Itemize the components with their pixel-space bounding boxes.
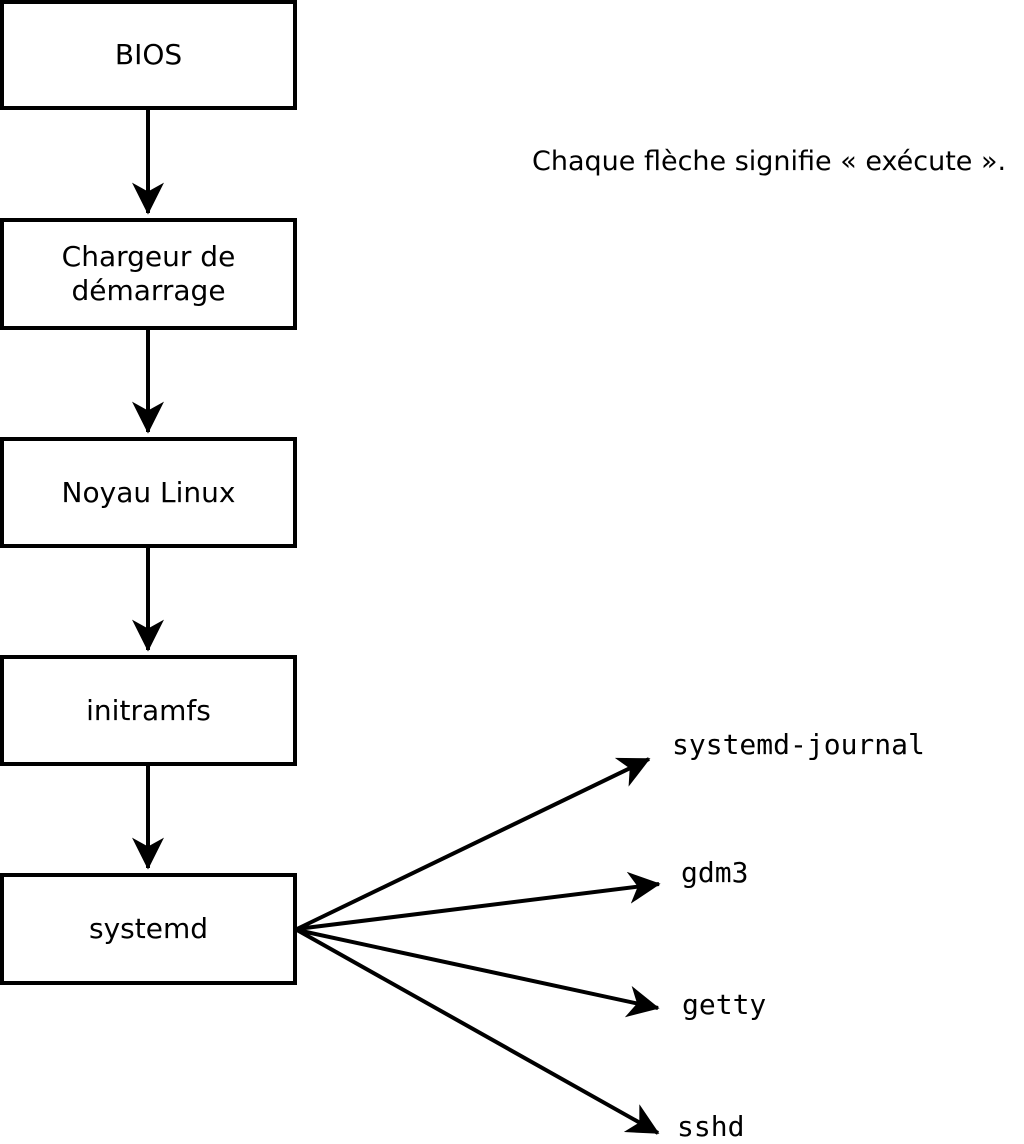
- process-label-gdm3: gdm3: [681, 856, 749, 889]
- node-systemd-label: systemd: [89, 912, 208, 946]
- node-bios: BIOS: [0, 0, 297, 110]
- arrow-systemd-to-getty: [296, 928, 660, 1018]
- arrow-systemd-to-systemd-journal: [296, 757, 651, 931]
- process-label-getty: getty: [682, 988, 767, 1021]
- process-label-systemd-journal: systemd-journal: [672, 728, 925, 761]
- node-systemd: systemd: [0, 873, 297, 985]
- node-kernel-label: Noyau Linux: [61, 475, 236, 509]
- node-initramfs-label: initramfs: [86, 693, 211, 727]
- process-label-sshd: sshd: [677, 1110, 745, 1143]
- node-bootloader-label-line2: démarrage: [71, 274, 226, 307]
- node-bios-label: BIOS: [114, 38, 183, 72]
- caption-arrow-meaning: Chaque flèche signifie « exécute ».: [532, 146, 1007, 177]
- node-bootloader-label-line1: Chargeur de: [61, 240, 236, 274]
- arrow-systemd-to-sshd: [296, 928, 660, 1135]
- arrow-systemd-to-gdm3: [296, 871, 661, 931]
